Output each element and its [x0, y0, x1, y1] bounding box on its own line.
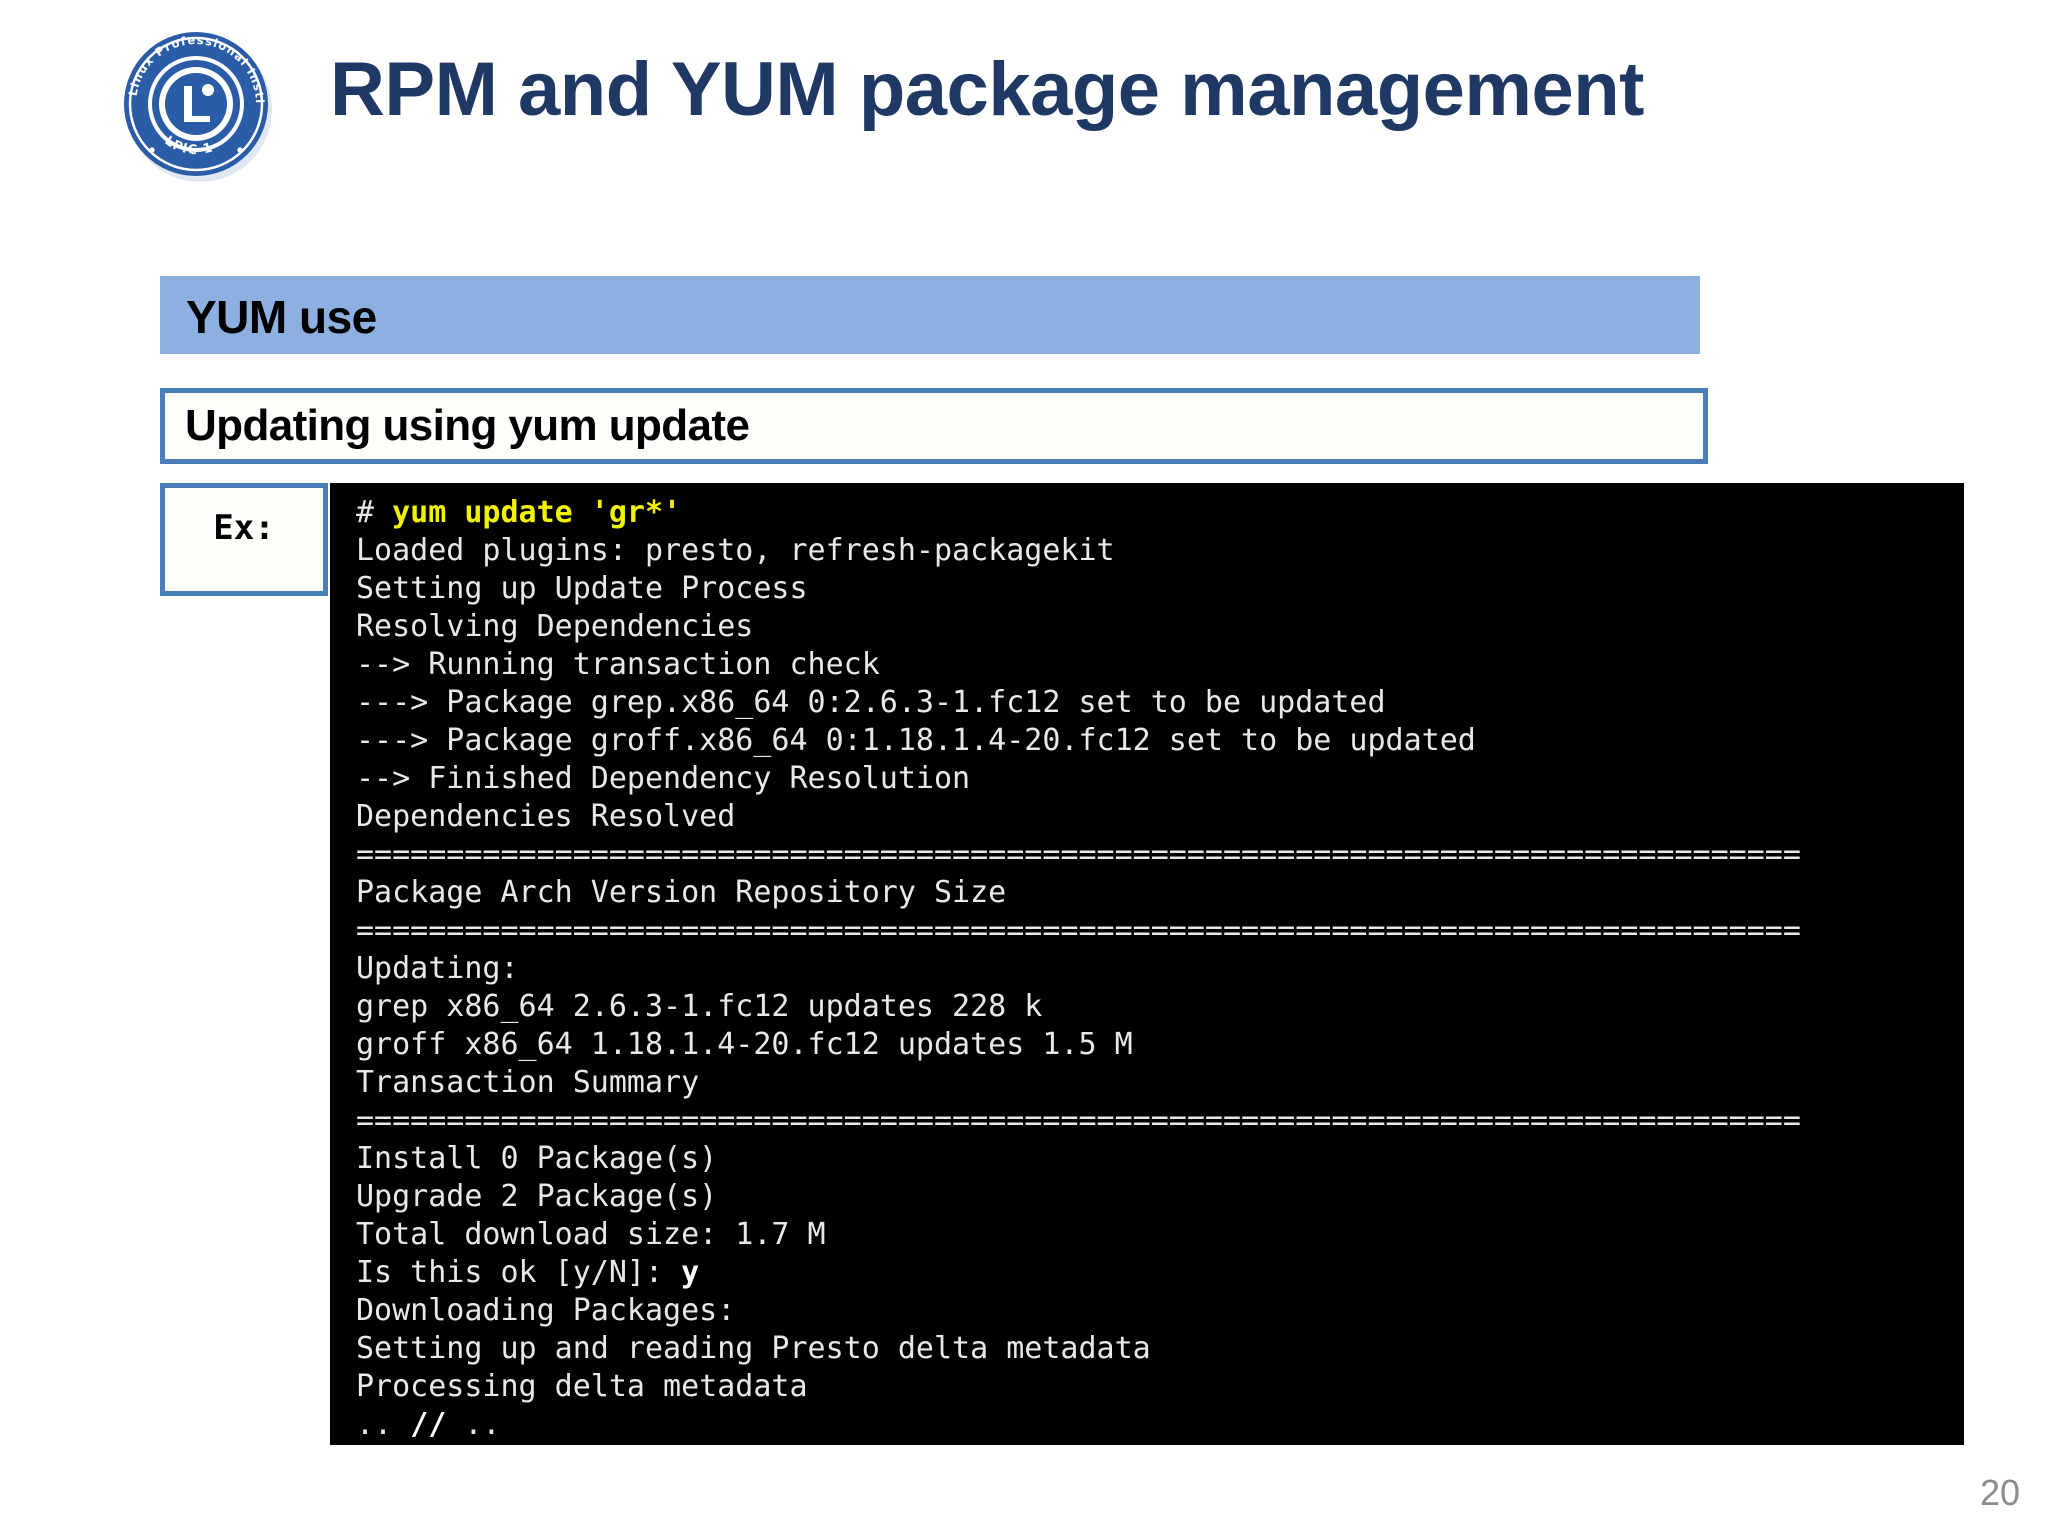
terminal-line-running-transaction-check: --> Running transaction check — [356, 647, 880, 682]
terminal-line-updating-label: Updating: — [356, 951, 519, 986]
terminal-line-install-count: Install 0 Package(s) — [356, 1141, 718, 1176]
subtitle-box: Updating using yum update — [160, 388, 1708, 464]
terminal-line-separator-2: ========================================… — [356, 913, 1801, 948]
terminal-line-separator-3: ========================================… — [356, 1103, 1801, 1138]
terminal-line-dependencies-resolved: Dependencies Resolved — [356, 799, 736, 834]
terminal-line-presto-delta-metadata: Setting up and reading Presto delta meta… — [356, 1331, 1151, 1366]
subtitle-label: Updating using yum update — [185, 401, 750, 450]
terminal-line-loaded-plugins: Loaded plugins: presto, refresh-packagek… — [356, 533, 1115, 568]
lpi-logo: Linux Professional Institute LPIC-1 — [112, 20, 280, 188]
example-label-box: Ex: — [160, 483, 328, 596]
terminal-line-resolving-dependencies: Resolving Dependencies — [356, 609, 754, 644]
page-number: 20 — [1979, 1472, 2020, 1513]
slide-header: Linux Professional Institute LPIC-1 RPM … — [0, 0, 2048, 200]
terminal-line-total-download-size: Total download size: 1.7 M — [356, 1217, 826, 1252]
terminal-line-setting-up-update-process: Setting up Update Process — [356, 571, 808, 606]
terminal-line-downloading-packages: Downloading Packages: — [356, 1293, 736, 1328]
terminal-window: # yum update 'gr*'Loaded plugins: presto… — [330, 483, 1964, 1445]
terminal-line-upgrade-count: Upgrade 2 Package(s) — [356, 1179, 718, 1214]
terminal-line-separator-1: ========================================… — [356, 837, 1801, 872]
section-bar: YUM use — [160, 276, 1700, 354]
terminal-line-finished-dependency-resolution: --> Finished Dependency Resolution — [356, 761, 971, 796]
terminal-line-ellipsis: .. // .. — [356, 1407, 501, 1442]
terminal-line-prompt: # yum update 'gr*' — [356, 495, 682, 530]
terminal-line-processing-delta-metadata: Processing delta metadata — [356, 1369, 808, 1404]
page-title: RPM and YUM package management — [330, 47, 1644, 132]
terminal-line-row-grep: grep x86_64 2.6.3-1.fc12 updates 228 k — [356, 989, 1043, 1024]
terminal-line-transaction-summary: Transaction Summary — [356, 1065, 700, 1100]
terminal-line-package-groff: ---> Package groff.x86_64 0:1.18.1.4-20.… — [356, 723, 1476, 758]
section-bar-label: YUM use — [186, 291, 377, 343]
terminal-line-row-groff: groff x86_64 1.18.1.4-20.fc12 updates 1.… — [356, 1027, 1133, 1062]
terminal-line-package-grep: ---> Package grep.x86_64 0:2.6.3-1.fc12 … — [356, 685, 1386, 720]
terminal-output: # yum update 'gr*'Loaded plugins: presto… — [356, 494, 1964, 1444]
terminal-line-table-header: Package Arch Version Repository Size — [356, 875, 1007, 910]
example-label: Ex: — [213, 508, 275, 548]
terminal-line-confirm-prompt: Is this ok [y/N]: y — [356, 1255, 700, 1290]
